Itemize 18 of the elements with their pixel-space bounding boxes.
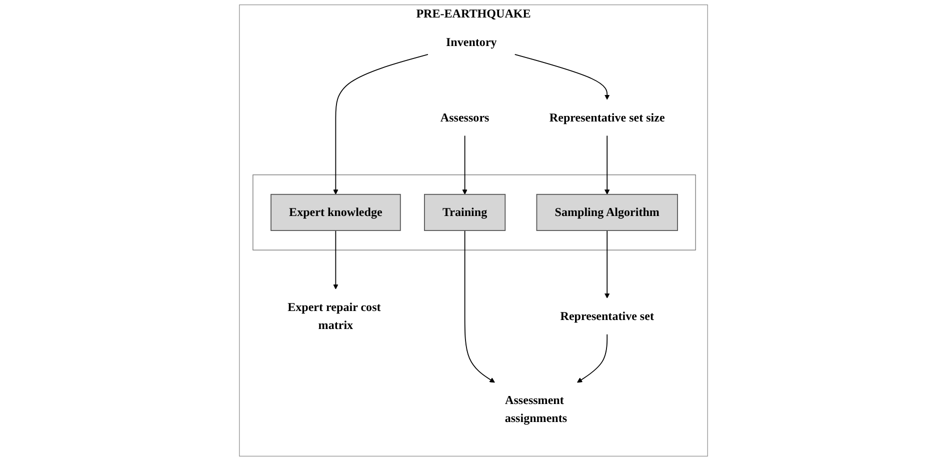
- node-box: Training: [424, 194, 506, 231]
- arrow: [577, 334, 608, 383]
- node-text: Representative set: [560, 310, 654, 323]
- node-text: Assessors: [440, 111, 490, 124]
- arrow: [514, 54, 610, 100]
- arrow: [462, 135, 468, 195]
- node-box: Sampling Algorithm: [536, 194, 678, 231]
- arrow: [333, 54, 428, 195]
- node-text: Representative set size: [549, 111, 665, 124]
- cluster: [252, 174, 696, 250]
- arrow: [604, 135, 610, 195]
- node-text: Assessment assignments: [504, 394, 568, 426]
- node-text: Inventory: [446, 36, 497, 50]
- arrow: [604, 230, 610, 298]
- arrow: [333, 230, 338, 290]
- node-text: Expert repair cost matrix: [288, 300, 381, 332]
- arrow: [464, 230, 495, 383]
- node-box: Expert knowledge: [270, 194, 401, 231]
